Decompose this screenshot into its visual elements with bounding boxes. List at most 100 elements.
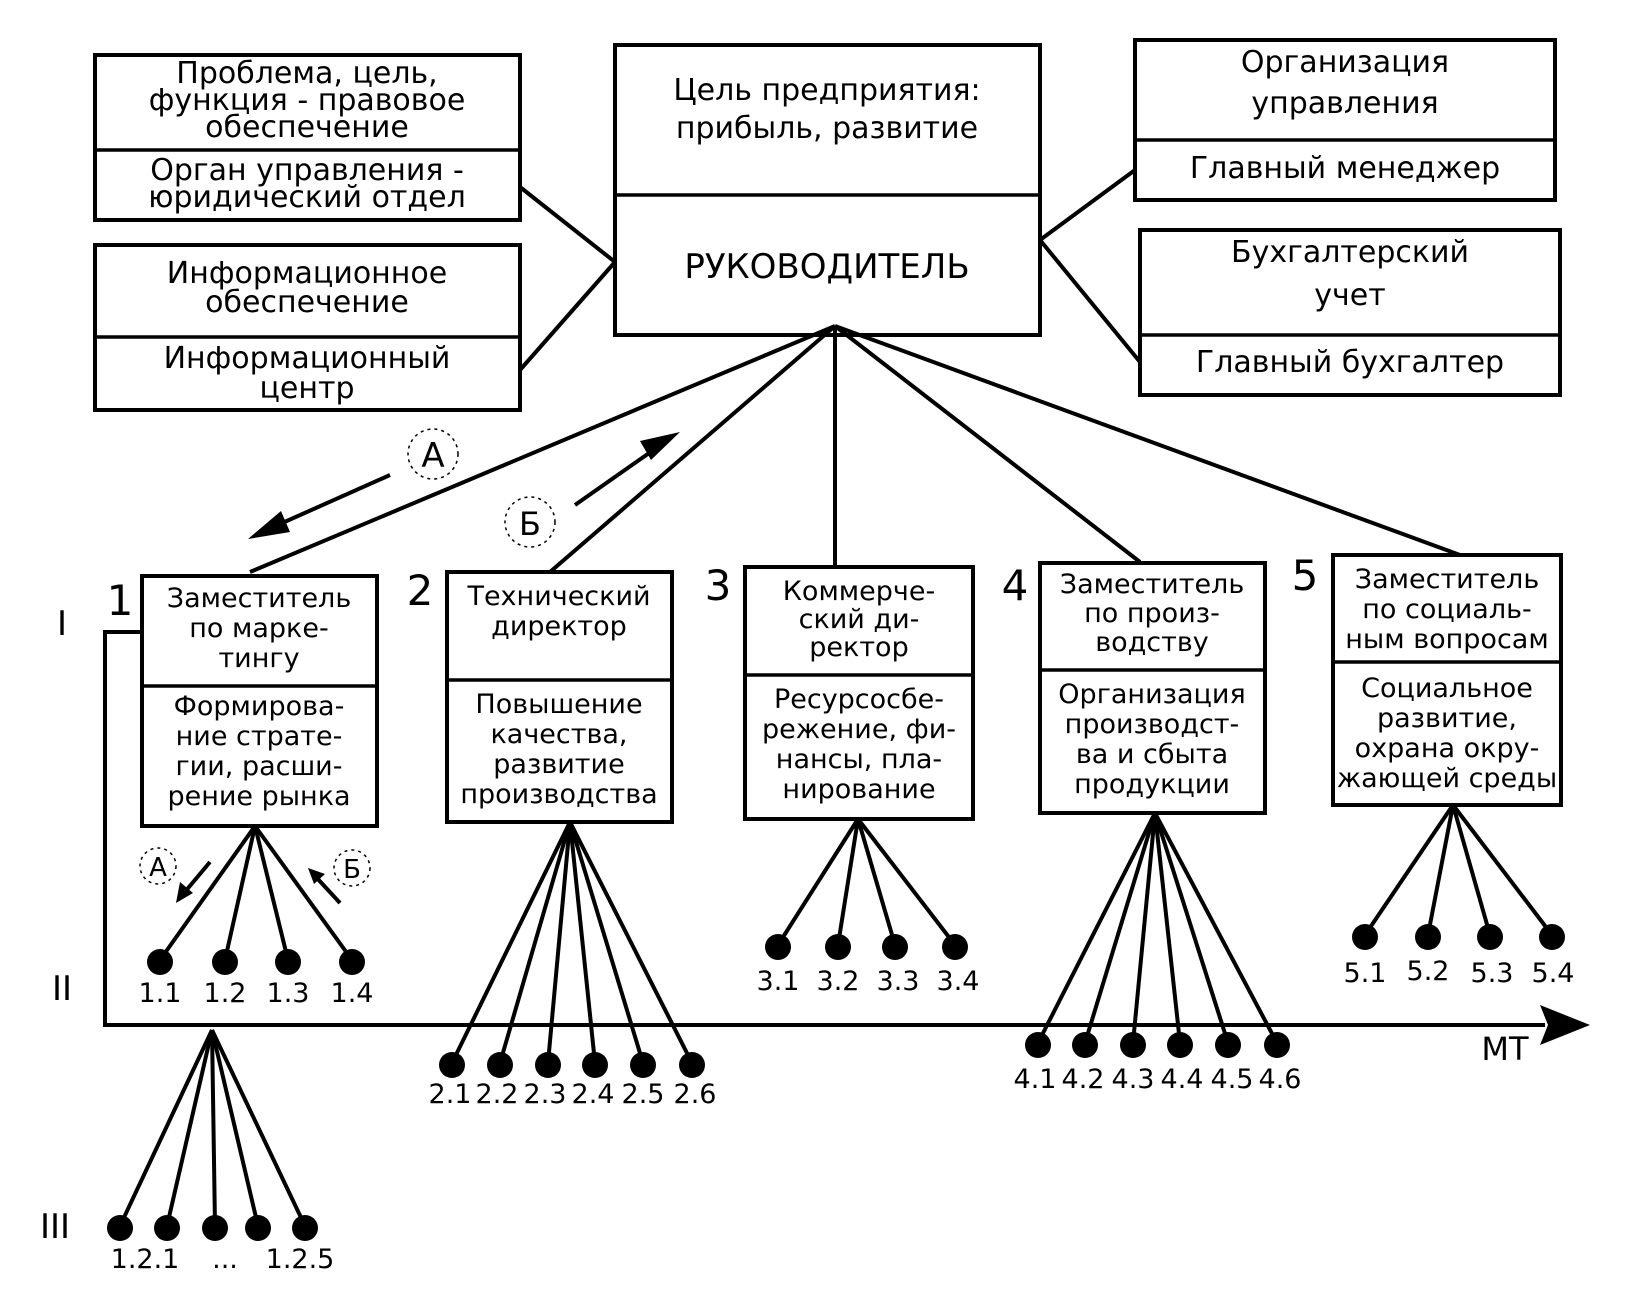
flow-label-b: Б <box>519 505 541 543</box>
deputy-4-title-line-1: Заместитель <box>1060 569 1244 600</box>
subunit-3-4-label: 3.4 <box>937 966 980 997</box>
subunit-5-3-label: 5.3 <box>1471 958 1514 989</box>
deputy-5-subunits: 5.1 5.2 5.3 5.4 <box>1344 803 1574 989</box>
deputy-1-block: 1 Заместитель по марке- тингу Формирова-… <box>107 574 379 828</box>
subunit-2-2-node <box>487 1052 513 1078</box>
deputy-1-task-line-3: гии, расши- <box>176 751 343 782</box>
deputy-4-title-line-3: водству <box>1095 627 1209 658</box>
time-axis-arrowhead <box>1540 1005 1590 1045</box>
deputy-2-branch <box>568 821 645 1064</box>
information-function-line-2: обеспечение <box>205 285 409 320</box>
deputy-1-title-line-1: Заместитель <box>167 583 351 614</box>
deputy-2-task-line-3: развитие <box>493 749 624 780</box>
deputy-2-branch <box>498 821 572 1064</box>
deputy-4-task-line-2: производст- <box>1065 709 1240 740</box>
subunit-5-2-node <box>1415 924 1441 950</box>
level-3-branch <box>118 1029 214 1227</box>
information-organ-line-1: Информационный <box>164 341 451 376</box>
deputy-1-task-line-2: ние страте- <box>176 721 343 752</box>
deputy-4-branch <box>1153 812 1182 1044</box>
subunit-4-2-node <box>1072 1032 1098 1058</box>
deputy-5-branch <box>1426 804 1455 936</box>
deputy-4-task-line-3: ва и сбыта <box>1076 739 1228 770</box>
head-fan <box>249 324 1461 574</box>
connector-information <box>518 260 617 372</box>
subunit-3-2-label: 3.2 <box>817 966 860 997</box>
subunit-2-3-label: 2.3 <box>524 1079 567 1110</box>
deputy-4-branch <box>1131 812 1157 1044</box>
deputy-4-branch <box>1036 812 1157 1044</box>
management-organization-box <box>1133 38 1557 202</box>
subunit-4-3-node <box>1120 1032 1146 1058</box>
subunit-5-2-label: 5.2 <box>1407 956 1450 987</box>
deputy-2-branch <box>568 821 694 1064</box>
deputy-3-task-line-3: нансы, пла- <box>776 744 942 775</box>
subunit-ellipsis: ... <box>212 1244 238 1275</box>
small-arrow-a-shaft <box>182 860 212 895</box>
deputy-2-branch <box>450 821 572 1064</box>
deputy-2-title-line-2: директор <box>491 611 627 642</box>
subunit-5-1-label: 5.1 <box>1344 958 1387 989</box>
subunit-3-1-label: 3.1 <box>757 966 800 997</box>
subunit-3-3-label: 3.3 <box>877 966 920 997</box>
legal-organ-line-2: юридический отдел <box>148 180 466 215</box>
deputy-4-box <box>1038 561 1267 815</box>
deputy-3-title-line-2: ский ди- <box>799 604 920 635</box>
deputy-3-branch <box>776 817 860 947</box>
subunit-4-5-node <box>1215 1032 1241 1058</box>
deputy-1-task-line-1: Формирова- <box>174 691 345 722</box>
level-3-subunits: 1.2.1 ... 1.2.5 <box>107 1029 334 1275</box>
head-to-deputy-5 <box>834 324 1461 557</box>
subunit-4-6-label: 4.6 <box>1259 1064 1302 1095</box>
deputy-4-branch <box>1153 812 1230 1044</box>
flow-label-a-circle <box>407 428 459 480</box>
information-support-box <box>93 243 522 412</box>
small-label-b-circle <box>333 849 371 887</box>
deputy-3-block: 3 Коммерче- ский ди- ректор Ресурсосбе- … <box>705 561 975 821</box>
flow-arrow-a: А <box>248 428 459 539</box>
connector-management <box>1038 168 1137 242</box>
legal-support-box <box>93 53 522 222</box>
deputy-5-title-line-1: Заместитель <box>1355 564 1539 595</box>
level-3-branch <box>210 1029 307 1227</box>
subunit-5-4-node <box>1539 924 1565 950</box>
small-arrow-b-head <box>308 868 325 884</box>
deputy-5-box <box>1331 553 1563 807</box>
subunit-1-1-label: 1.1 <box>139 978 182 1009</box>
deputy-1-title-line-3: тингу <box>218 643 299 674</box>
level-3-branch <box>210 1029 217 1227</box>
small-arrow-b-shaft <box>314 875 342 905</box>
information-function-line-1: Информационное <box>167 256 447 291</box>
level-3-branch <box>210 1029 260 1227</box>
subunit-4-4-label: 4.4 <box>1161 1064 1204 1095</box>
subunit-1-2-4-node <box>245 1215 271 1241</box>
subunit-1-2-3-node <box>202 1215 228 1241</box>
subunit-4-4-node <box>1167 1032 1193 1058</box>
central-block: Цель предприятия: прибыль, развитие РУКО… <box>613 43 1042 337</box>
deputy-1-branch <box>158 824 257 962</box>
legal-function-line-1: Проблема, цель, <box>176 56 437 91</box>
time-axis-line <box>103 630 1545 1027</box>
deputy-3-title-line-1: Коммерче- <box>783 576 935 607</box>
deputy-4-task-line-4: продукции <box>1074 769 1230 800</box>
deputy-5-branch <box>1451 804 1492 936</box>
subunit-5-3-node <box>1477 924 1503 950</box>
subunit-5-1-node <box>1352 924 1378 950</box>
deputy-5-title-line-2: по социаль- <box>1362 594 1532 625</box>
level-3-label: III <box>40 1207 70 1247</box>
management-organization-block: Организация управления Главный менеджер <box>1133 38 1557 202</box>
deputy-1-title-line-2: по марке- <box>189 613 328 644</box>
subunit-4-5-label: 4.5 <box>1211 1064 1254 1095</box>
accounting-function-line-1: Бухгалтерский <box>1231 235 1469 270</box>
legal-support-block: Проблема, цель, функция - правовое обесп… <box>93 53 522 222</box>
deputy-3-subunits: 3.1 3.2 3.3 3.4 <box>757 817 980 997</box>
deputy-3-task-line-2: режение, фи- <box>762 714 956 745</box>
subunit-4-1-node <box>1025 1032 1051 1058</box>
deputy-1-number: 1 <box>107 576 134 625</box>
deputy-3-branch <box>836 818 860 946</box>
small-label-b: Б <box>343 855 361 885</box>
deputy-2-box <box>445 570 674 824</box>
management-function-line-1: Организация <box>1241 45 1449 80</box>
subunit-1-2-node <box>212 949 238 975</box>
deputy-2-task-line-2: качества, <box>490 719 627 750</box>
